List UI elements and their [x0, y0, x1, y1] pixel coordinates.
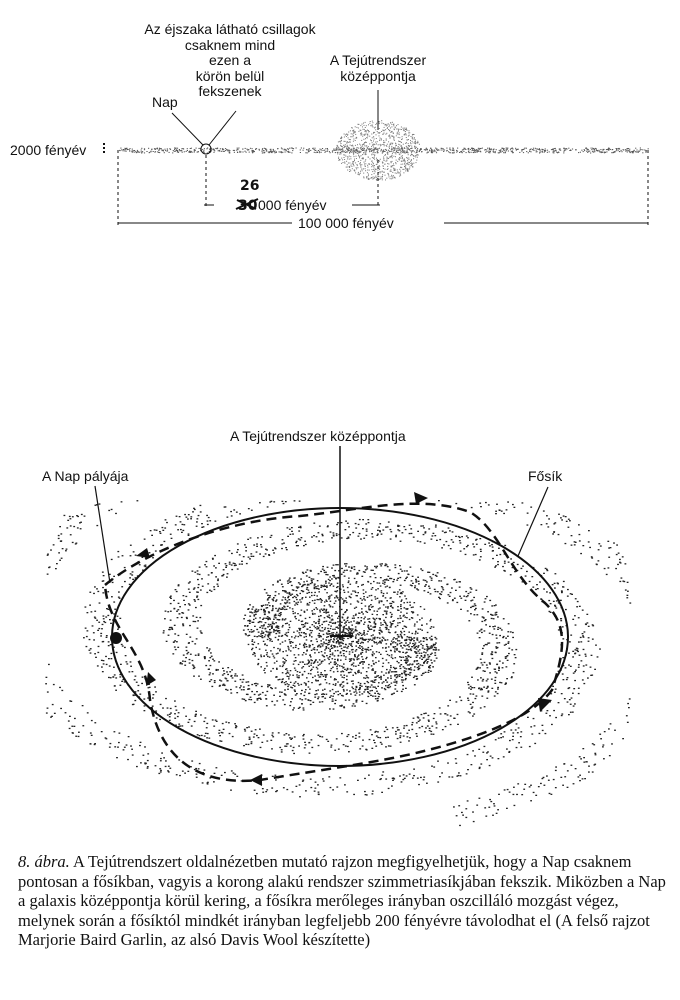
center-label-top: A Tejútrendszer középpontja [308, 52, 448, 84]
stars-note-line: fekszenek [198, 83, 262, 99]
distance-handwritten-digits: 26 [240, 178, 259, 194]
sun-marker [200, 143, 212, 155]
strike-through-mark-2 [236, 199, 257, 210]
orbit-arrow [146, 672, 156, 686]
stars-note-line: ezen a [208, 52, 252, 68]
center-label-line: középpontja [340, 68, 416, 84]
figure-number: 8. ábra. [18, 852, 70, 871]
stars-note-line: Az éjszaka látható csillagok [144, 21, 316, 37]
orbit-arrow [538, 698, 552, 712]
sun-orbit-label: A Nap pályája [42, 468, 129, 484]
center-label-line: A Tejútrendszer [329, 52, 427, 68]
stars-note-pointer-line [208, 110, 237, 146]
sun-orbit-path [103, 502, 564, 783]
caption-text: A Tejútrendszert oldalnézetben mutató ra… [18, 852, 666, 949]
stars-note-label: Az éjszaka látható csillagok csaknem min… [110, 21, 350, 100]
galaxy-orbit-diagram [45, 446, 632, 827]
orbit-arrow [250, 774, 262, 786]
main-plane-label: Fősík [528, 468, 563, 484]
stars-note-line: körön belül [195, 67, 265, 84]
thickness-label: 2000 fényév [10, 142, 87, 158]
main-plane-pointer [517, 486, 549, 557]
diameter-label: 100 000 fényév [298, 215, 394, 231]
orbit-arrow [414, 492, 428, 504]
stars-note-line: csaknem mind [184, 36, 276, 53]
orbit-arrow [136, 548, 150, 558]
galaxy-side-view-diagram: 26 30 [103, 90, 649, 226]
figure-caption: 8. ábra. A Tejútrendszert oldalnézetben … [18, 852, 666, 950]
distance-label: 000 fényév [258, 197, 327, 213]
sun-pointer-line [171, 112, 204, 146]
sun-label: Nap [152, 94, 178, 110]
sun-orbit-pointer [94, 485, 111, 584]
sun-dot [110, 632, 122, 644]
galaxy-spiral-arms [45, 500, 632, 827]
center-label-bottom: A Tejútrendszer középpontja [230, 428, 406, 444]
galaxy-disk-side-view [119, 120, 649, 181]
